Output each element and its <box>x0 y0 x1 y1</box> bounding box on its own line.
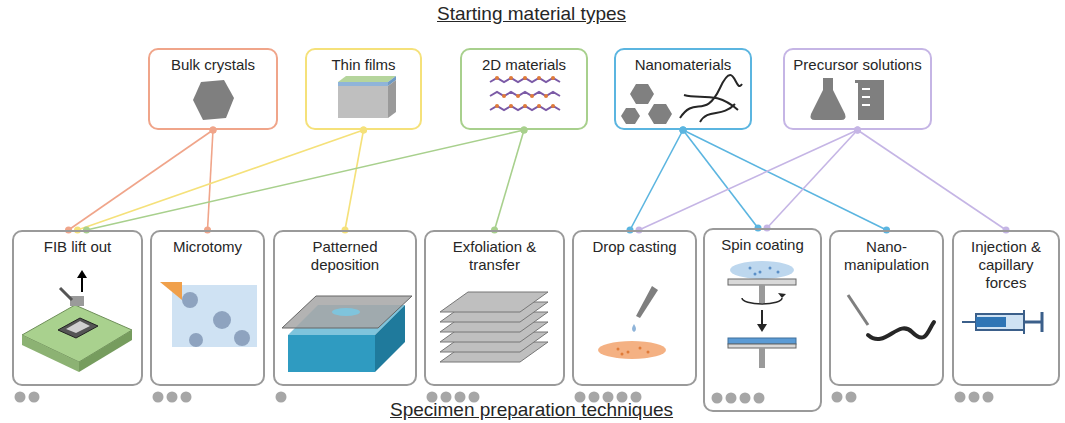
section-heading: Starting material types <box>437 3 626 25</box>
rating-dot <box>832 392 843 403</box>
technique-label: Nano- manipulation <box>837 238 936 274</box>
technique-box: Patterned deposition <box>273 230 417 386</box>
technique-label: Injection & capillary forces <box>960 238 1052 292</box>
material-label: Nanomaterials <box>622 56 744 74</box>
connector-line <box>78 130 364 230</box>
material-box: Nanomaterials <box>614 48 752 130</box>
connector-line <box>683 130 758 228</box>
layered-lattice-icon <box>490 76 560 110</box>
material-label: Bulk crystals <box>156 56 270 74</box>
connector-dot <box>854 127 861 134</box>
connector-line <box>208 130 214 230</box>
technique-box: Spin coating <box>703 228 822 412</box>
rating-dot <box>740 393 751 404</box>
connector-dot <box>680 127 687 134</box>
rating-dot <box>29 392 40 403</box>
rating-dot <box>712 393 723 404</box>
connector-line <box>858 130 1007 230</box>
rating-dot <box>983 392 994 403</box>
microtomy-icon <box>160 282 257 347</box>
connector-line <box>87 130 525 230</box>
rating-dot <box>15 392 26 403</box>
connector-line <box>495 130 525 230</box>
technique-label: Microtomy <box>158 238 257 256</box>
connector-line <box>683 130 887 230</box>
material-label: Thin films <box>313 56 414 74</box>
technique-box: Injection & capillary forces <box>952 230 1060 386</box>
spin-coater-icon <box>728 261 796 368</box>
rating-dot <box>955 392 966 403</box>
flask-beaker-icon <box>811 78 885 120</box>
connector-line <box>639 130 858 230</box>
connector-line <box>69 130 214 230</box>
connector-dot <box>360 127 367 134</box>
nanomaterial-icon <box>621 75 742 124</box>
technique-label: Exfoliation & transfer <box>432 238 557 274</box>
rating-dot <box>846 392 857 403</box>
connector-dot <box>521 127 528 134</box>
technique-box: FIB lift out <box>12 230 143 386</box>
exfoliation-stack-icon <box>440 292 548 362</box>
technique-label: FIB lift out <box>20 238 135 256</box>
rating-dot <box>969 392 980 403</box>
drop-casting-icon <box>598 286 666 359</box>
section-caption: Specimen preparation techniques <box>390 399 673 421</box>
connector-dot <box>854 127 861 134</box>
rating-dot <box>276 392 287 403</box>
connector-dot <box>360 127 367 134</box>
rating-dot <box>754 393 765 404</box>
connector-dot <box>854 127 861 134</box>
connector-dot <box>680 127 687 134</box>
connector-dot <box>210 127 217 134</box>
rating-dot <box>167 392 178 403</box>
connector-line <box>767 130 858 228</box>
connector-dot <box>521 127 528 134</box>
thin-film-icon <box>338 76 396 118</box>
rating-dot <box>153 392 164 403</box>
patterned-deposition-icon <box>282 296 412 372</box>
rating-dot <box>726 393 737 404</box>
connector-line <box>630 130 683 230</box>
material-box: Precursor solutions <box>783 48 932 130</box>
crystal-icon <box>193 80 234 120</box>
connector-line <box>345 130 364 230</box>
material-label: 2D materials <box>468 56 580 74</box>
technique-label: Drop casting <box>580 238 689 256</box>
connector-dot <box>680 127 687 134</box>
technique-box: Microtomy <box>150 230 265 386</box>
material-box: Bulk crystals <box>148 48 278 130</box>
technique-box: Exfoliation & transfer <box>424 230 565 386</box>
technique-box: Nano- manipulation <box>829 230 944 386</box>
technique-label: Spin coating <box>711 236 814 254</box>
technique-box: Drop casting <box>572 230 697 386</box>
nanomanipulator-icon <box>848 295 934 339</box>
syringe-icon <box>962 310 1042 334</box>
connector-dot <box>210 127 217 134</box>
rating-dot <box>181 392 192 403</box>
technique-label: Patterned deposition <box>281 238 409 274</box>
material-box: Thin films <box>305 48 422 130</box>
material-label: Precursor solutions <box>791 56 924 74</box>
fib-liftout-icon <box>22 270 132 372</box>
material-box: 2D materials <box>460 48 588 130</box>
